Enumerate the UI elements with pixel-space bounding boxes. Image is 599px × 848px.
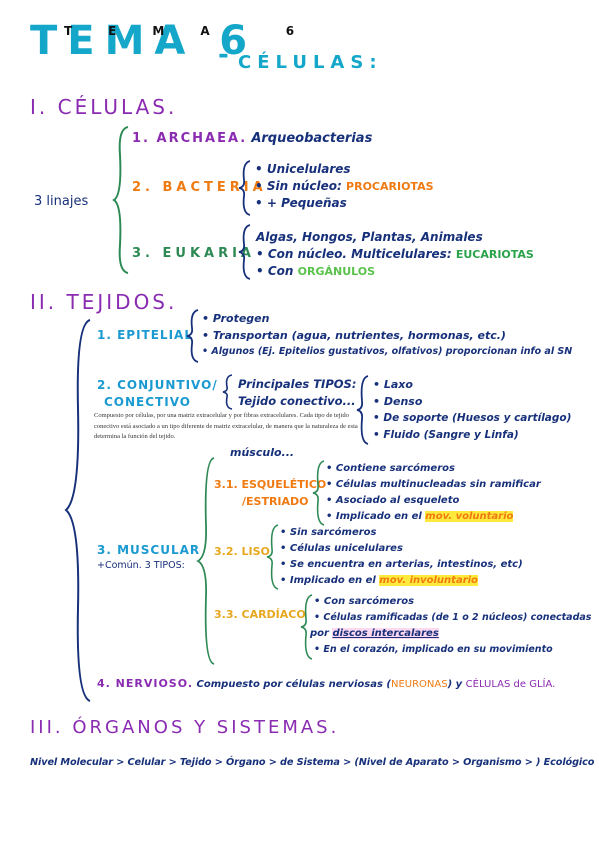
lineages-label: 3 linajes (34, 194, 89, 209)
epitelial-name: 1. EPITELIAL (97, 328, 193, 342)
conjuntivo-brace (222, 374, 233, 410)
section-1-heading: I. CÉLULAS. (30, 95, 178, 119)
esqueletico-brace (312, 460, 325, 526)
muscular-sub: +Común. 3 TIPOS: (97, 560, 185, 571)
conjuntivo-mid-2: Tejido conectivo... (238, 394, 356, 408)
title-subtitle: CÉLULAS: (238, 52, 383, 73)
neuronas-tag: NEURONAS (390, 679, 448, 690)
esqueletico-name-2: /ESTRIADO (242, 495, 309, 508)
procariotas-tag: PROCARIOTAS (346, 180, 434, 193)
conjuntivo-note: Compuesto por células, por una matriz ex… (94, 412, 358, 440)
eukaria-item-1: Algas, Hongos, Plantas, Animales (256, 230, 483, 244)
cardiaco-brace (300, 594, 313, 660)
eukaria-item-3: • Con ORGÁNULOS (256, 264, 376, 278)
esqueletico-item-4: • Implicado en el mov. voluntario (326, 511, 514, 522)
eukaria-item-2: • Con núcleo. Multicelulares: EUCARIOTAS (256, 247, 534, 261)
nervioso-text-2: ) y (447, 679, 463, 690)
mov-voluntario-hl: mov. voluntario (425, 511, 514, 522)
cardiaco-item-1: • Con sarcómeros (314, 596, 415, 607)
conjuntivo-type-3: • De soporte (Huesos y cartílago) (373, 412, 572, 424)
eukaria-name: 3. EUKARIA (132, 246, 255, 261)
cardiaco-item-3: • En el corazón, implicado en su movimie… (314, 644, 553, 655)
tejidos-brace (64, 319, 91, 702)
levels-chain: Nivel Molecular > Celular > Tejido > Órg… (30, 757, 595, 768)
bacteria-name: 2. BACTERIA (132, 180, 267, 195)
archaea-desc: Arqueobacterias (251, 131, 373, 146)
archaea-row: 1. ARCHAEA. Arqueobacterias (132, 131, 372, 146)
section-3-heading: III. ÓRGANOS Y SISTEMAS. (30, 717, 340, 738)
nervioso-text-1: Compuesto por células nerviosas ( (196, 679, 391, 690)
nervioso-row: 4. NERVIOSO. Compuesto por células nervi… (97, 677, 555, 690)
mov-involuntario-hl: mov. involuntario (379, 575, 478, 586)
archaea-name: 1. ARCHAEA. (132, 131, 248, 146)
bacteria-item-3: • + Pequeñas (255, 196, 347, 210)
page-title: TEMA 6 TEMA 6 (30, 18, 294, 64)
bacteria-brace (238, 160, 251, 216)
title-dash: - (218, 40, 229, 70)
conjuntivo-type-2: • Denso (373, 395, 423, 408)
liso-item-4: • Implicado en el mov. involuntario (280, 575, 478, 586)
cardiaco-item-2b: por discos intercalares (310, 628, 439, 639)
esqueletico-item-1: • Contiene sarcómeros (326, 463, 455, 474)
lineages-brace (112, 126, 129, 274)
conjuntivo-type-4: • Fluido (Sangre y Linfa) (373, 429, 519, 441)
liso-item-2: • Células unicelulares (280, 543, 403, 554)
discos-hl: discos intercalares (332, 628, 439, 639)
epitelial-item-3: • Algunos (Ej. Epitelios gustativos, olf… (202, 346, 573, 357)
conjuntivo-mid-1: Principales TIPOS: (238, 377, 357, 391)
nervioso-name: 4. NERVIOSO. (97, 677, 194, 690)
glia-tag: CÉLULAS de GLÍA. (465, 679, 556, 690)
esqueletico-name-1: 3.1. ESQUELÉTICO (214, 478, 327, 491)
epitelial-brace (186, 309, 199, 363)
esqueletico-item-3: • Asociado al esqueleto (326, 495, 460, 506)
cardiaco-name: 3.3. CARDÍACO (214, 608, 306, 621)
liso-item-1: • Sin sarcómeros (280, 527, 377, 538)
liso-name: 3.2. LISO (214, 545, 270, 558)
conjuntivo-name-2: CONECTIVO (104, 395, 191, 409)
title-text: TEMA 6 (30, 18, 258, 64)
muscular-brace (196, 457, 215, 665)
liso-item-3: • Se encuentra en arterias, intestinos, … (280, 559, 523, 570)
title-overlay: TEMA 6 (64, 24, 331, 38)
esqueletico-item-2: • Células multinucleadas sin ramificar (326, 479, 541, 490)
organulos-tag: ORGÁNULOS (297, 265, 376, 278)
muscular-name: 3. MUSCULAR (97, 543, 201, 557)
eukaria-brace (238, 224, 251, 280)
section-2-heading: II. TEJIDOS. (30, 290, 178, 314)
eucariotas-tag: EUCARIOTAS (455, 248, 534, 261)
conjuntivo-name-1: 2. CONJUNTIVO/ (97, 378, 218, 392)
epitelial-item-2: • Transportan (agua, nutrientes, hormona… (202, 329, 506, 342)
cardiaco-item-2: • Células ramificadas (de 1 o 2 núcleos)… (314, 612, 592, 623)
conjuntivo-types-brace (356, 375, 369, 445)
bacteria-item-2: • Sin núcleo: PROCARIOTAS (255, 179, 434, 193)
liso-brace (266, 524, 279, 590)
musculo-label: músculo... (230, 446, 295, 459)
bacteria-item-1: • Unicelulares (255, 162, 351, 176)
epitelial-item-1: • Protegen (202, 312, 270, 325)
conjuntivo-type-1: • Laxo (373, 378, 413, 391)
